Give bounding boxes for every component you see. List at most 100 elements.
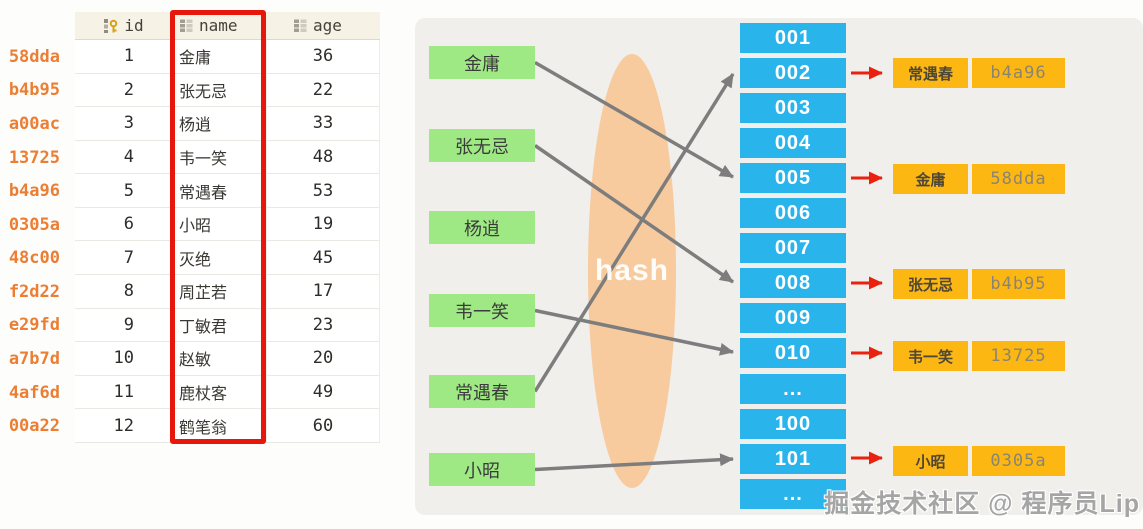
row-hash-label: 13725	[8, 147, 60, 168]
cell-age[interactable]: 22	[267, 73, 380, 108]
column-icon	[293, 18, 308, 33]
cell-id[interactable]: 6	[75, 207, 172, 242]
row-hash-label: f2d22	[8, 281, 60, 302]
result-name-box: 韦一笑	[893, 341, 968, 371]
table-row: a00ac 3 杨逍 33	[0, 107, 383, 141]
result-hash-box: 13725	[972, 341, 1065, 371]
cell-id[interactable]: 11	[75, 375, 172, 410]
result-hash-box: 58dda	[972, 164, 1065, 194]
hash-input-box: 小昭	[429, 453, 535, 486]
row-hash-label: a7b7d	[8, 348, 60, 369]
table-header: id name	[75, 12, 380, 40]
table-row: a7b7d 10 赵敏 20	[0, 342, 383, 376]
cell-age[interactable]: 60	[267, 409, 380, 443]
table-body: 58dda 1 金庸 36 b4b95 2 张无忌 22 a00ac 3 杨逍 …	[0, 40, 383, 443]
cell-name[interactable]: 常遇春	[172, 174, 267, 208]
key-icon	[103, 18, 119, 34]
cell-age[interactable]: 19	[267, 207, 380, 242]
cell-age[interactable]: 17	[267, 275, 380, 309]
row-hash-label: b4b95	[8, 80, 60, 101]
bucket-row: 005	[740, 163, 846, 193]
table-row: 48c00 7 灭绝 45	[0, 241, 383, 276]
column-icon	[179, 18, 194, 33]
bucket-row: 009	[740, 303, 846, 333]
row-hash-label: e29fd	[8, 315, 60, 336]
bucket-row-ellipsis: ...	[740, 479, 846, 509]
table-row: e29fd 9 丁敏君 23	[0, 308, 383, 343]
cell-id[interactable]: 9	[75, 308, 172, 343]
table-row: 00a22 12 鹤笔翁 60	[0, 409, 383, 443]
hash-input-box: 杨逍	[429, 211, 535, 244]
hash-input-box: 金庸	[429, 46, 535, 79]
cell-id[interactable]: 1	[75, 40, 172, 74]
bucket-row: 101	[740, 444, 846, 474]
cell-age[interactable]: 20	[267, 342, 380, 376]
cell-name[interactable]: 小昭	[172, 207, 267, 242]
cell-id[interactable]: 3	[75, 107, 172, 141]
cell-name[interactable]: 杨逍	[172, 107, 267, 141]
cell-id[interactable]: 5	[75, 174, 172, 208]
table-row: b4b95 2 张无忌 22	[0, 73, 383, 108]
cell-name[interactable]: 赵敏	[172, 342, 267, 376]
cell-id[interactable]: 10	[75, 342, 172, 376]
hash-input-box: 常遇春	[429, 375, 535, 408]
cell-id[interactable]: 7	[75, 241, 172, 276]
cell-name[interactable]: 鹤笔翁	[172, 409, 267, 443]
row-hash-label: 0305a	[8, 214, 60, 235]
cell-name[interactable]: 张无忌	[172, 73, 267, 108]
cell-age[interactable]: 36	[267, 40, 380, 74]
result-hash-box: b4a96	[972, 58, 1065, 88]
cell-name[interactable]: 金庸	[172, 40, 267, 74]
cell-name[interactable]: 韦一笑	[172, 140, 267, 175]
table-row: 13725 4 韦一笑 48	[0, 140, 383, 175]
cell-id[interactable]: 4	[75, 140, 172, 175]
result-name-box: 常遇春	[893, 58, 968, 88]
cell-name[interactable]: 周芷若	[172, 275, 267, 309]
result-hash-box: 0305a	[972, 446, 1065, 476]
column-header-name[interactable]: name	[172, 12, 267, 39]
cell-age[interactable]: 48	[267, 140, 380, 175]
cell-name[interactable]: 灭绝	[172, 241, 267, 276]
hash-function-label: hash	[594, 254, 670, 287]
hash-input-box: 张无忌	[429, 129, 535, 162]
table-row: 58dda 1 金庸 36	[0, 40, 383, 74]
result-hash-box: b4b95	[972, 269, 1065, 299]
row-hash-label: 58dda	[8, 46, 60, 67]
column-header-label: name	[199, 16, 238, 35]
cell-id[interactable]: 12	[75, 409, 172, 443]
column-header-label: age	[313, 16, 342, 35]
bucket-row: 002	[740, 58, 846, 88]
bucket-row: 006	[740, 198, 846, 228]
column-header-label: id	[124, 16, 144, 35]
bucket-row: 003	[740, 93, 846, 123]
hash-input-box: 韦一笑	[429, 294, 535, 327]
cell-id[interactable]: 2	[75, 73, 172, 108]
bucket-row: 008	[740, 268, 846, 298]
row-hash-label: 4af6d	[8, 382, 60, 403]
result-name-box: 小昭	[893, 446, 968, 476]
bucket-row: 004	[740, 128, 846, 158]
table-row: f2d22 8 周芷若 17	[0, 275, 383, 309]
watermark: 掘金技术社区 @ 程序员Lip	[824, 490, 1140, 518]
cell-age[interactable]: 23	[267, 308, 380, 343]
cell-age[interactable]: 33	[267, 107, 380, 141]
bucket-row-ellipsis: ...	[740, 374, 846, 404]
name-column-highlight	[170, 10, 266, 444]
table-row: b4a96 5 常遇春 53	[0, 174, 383, 208]
cell-age[interactable]: 53	[267, 174, 380, 208]
column-header-age[interactable]: age	[267, 12, 380, 39]
bucket-row: 007	[740, 233, 846, 263]
column-header-id[interactable]: id	[75, 12, 172, 39]
cell-age[interactable]: 49	[267, 375, 380, 410]
cell-age[interactable]: 45	[267, 241, 380, 276]
cell-name[interactable]: 丁敏君	[172, 308, 267, 343]
bucket-row: 001	[740, 23, 846, 53]
bucket-row: 100	[740, 409, 846, 439]
result-name-box: 金庸	[893, 164, 968, 194]
row-hash-label: 00a22	[8, 416, 60, 437]
row-hash-label: b4a96	[8, 181, 60, 202]
cell-id[interactable]: 8	[75, 275, 172, 309]
cell-name[interactable]: 鹿杖客	[172, 375, 267, 410]
table-row: 0305a 6 小昭 19	[0, 207, 383, 242]
